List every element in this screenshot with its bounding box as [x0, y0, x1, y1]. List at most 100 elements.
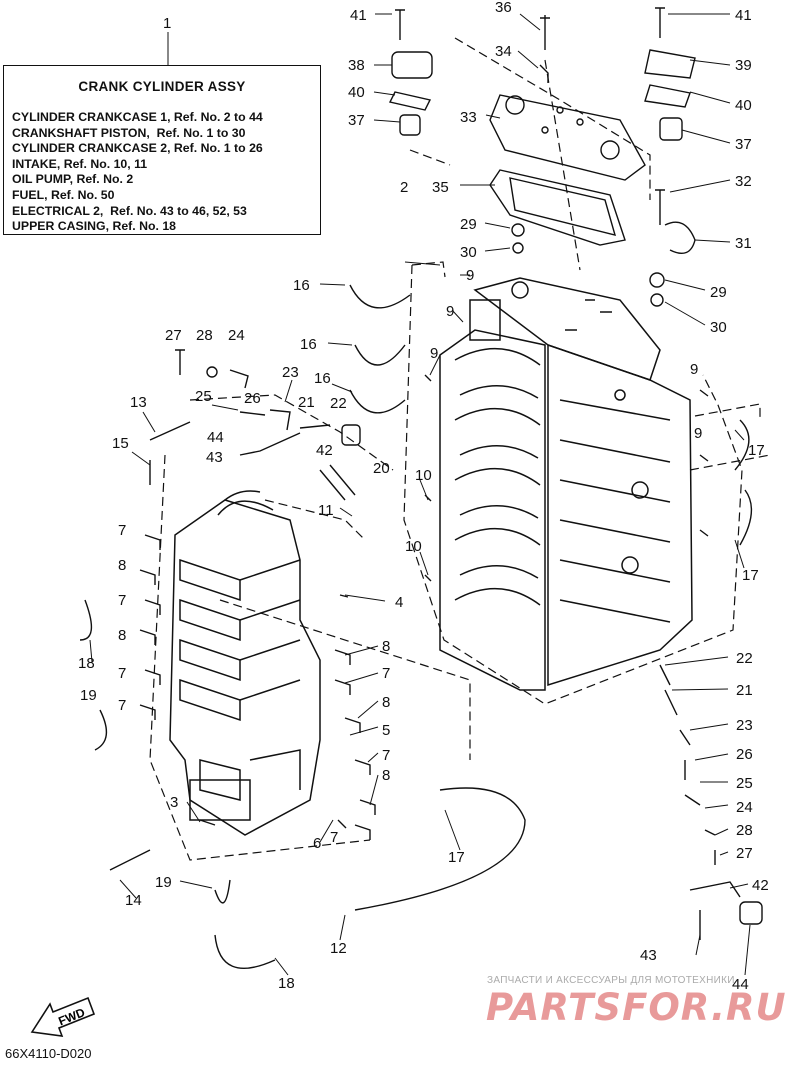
callout-number: 8	[118, 557, 126, 574]
dashed-frame-left-block	[149, 394, 471, 861]
callout-number: 19	[155, 874, 172, 891]
callout-number: 20	[373, 460, 390, 477]
callout-number: 10	[405, 538, 422, 555]
callout-number: 8	[382, 638, 390, 655]
callout-number: 25	[736, 775, 753, 792]
callout-number: 4	[395, 594, 403, 611]
diagram-number: 1	[163, 15, 171, 32]
callout-number: 39	[735, 57, 752, 74]
callout-number: 12	[330, 940, 347, 957]
callout-number: 17	[448, 849, 465, 866]
callout-number: 18	[78, 655, 95, 672]
callout-number: 7	[382, 747, 390, 764]
callout-number: 8	[382, 694, 390, 711]
cylinder-crankcase-left	[169, 490, 321, 836]
callout-number: 18	[278, 975, 295, 992]
bolts	[109, 421, 349, 871]
callout-number: 9	[690, 361, 698, 378]
info-line: CRANKSHAFT PISTON, Ref. No. 1 to 30	[12, 125, 246, 140]
info-line: CYLINDER CRANKCASE 1, Ref. No. 2 to 44	[12, 110, 263, 124]
callout-number: 7	[330, 829, 338, 846]
info-line: OIL PUMP, Ref. No. 2	[12, 172, 134, 187]
callout-number: 19	[80, 687, 97, 704]
callout-number: 2	[400, 179, 408, 196]
callout-number: 9	[694, 425, 702, 442]
callout-number: 36	[495, 0, 512, 16]
callout-number: 7	[118, 522, 126, 539]
callout-number: 35	[432, 179, 449, 196]
callout-number: 40	[348, 84, 365, 101]
callout-number: 16	[314, 370, 331, 387]
cylinder-crankcase-right	[439, 277, 693, 691]
fwd-arrow-icon: FWD	[30, 996, 96, 1037]
callout-number: 9	[430, 345, 438, 362]
callout-number: 29	[460, 216, 477, 233]
callout-number: 17	[742, 567, 759, 584]
callout-number: 8	[382, 767, 390, 784]
sensor-parts	[175, 349, 763, 940]
fitting-parts-top	[388, 7, 696, 307]
callout-number: 41	[735, 7, 752, 24]
callout-number: 44	[207, 429, 224, 446]
callout-number: 28	[736, 822, 753, 839]
callout-number: 43	[206, 449, 223, 466]
callout-number: 31	[735, 235, 752, 252]
callout-number: 14	[125, 892, 142, 909]
dashed-frame-right-block	[403, 261, 771, 705]
callout-number: 37	[735, 136, 752, 153]
callout-number: 41	[350, 7, 367, 24]
leader-lines	[89, 13, 751, 976]
callout-number: 10	[415, 467, 432, 484]
callout-number: 23	[736, 717, 753, 734]
callout-number: 25	[195, 388, 212, 405]
callout-number: 5	[382, 722, 390, 739]
callout-number: 33	[460, 109, 477, 126]
callout-number: 32	[735, 173, 752, 190]
callout-number: 30	[460, 244, 477, 261]
callout-number: 9	[446, 303, 454, 320]
callout-number: 3	[170, 794, 178, 811]
callout-number: 21	[298, 394, 315, 411]
reference-code: 66X4110-D020	[5, 1046, 92, 1061]
callout-number: 7	[118, 665, 126, 682]
callout-number: 16	[293, 277, 310, 294]
callout-number: 23	[282, 364, 299, 381]
callout-number: 13	[130, 394, 147, 411]
callout-number: 17	[748, 442, 765, 459]
callout-number: 29	[710, 284, 727, 301]
callout-number: 24	[736, 799, 753, 816]
callout-number: 44	[732, 976, 749, 993]
callout-number: 22	[330, 395, 347, 412]
callout-number: 34	[495, 43, 512, 60]
callout-number: 7	[382, 665, 390, 682]
callout-number: 28	[196, 327, 213, 344]
callout-number: 27	[165, 327, 182, 344]
callout-number: 7	[118, 697, 126, 714]
watermark-brand: PARTSFOR.RU	[486, 986, 787, 1029]
cover-plate	[489, 94, 646, 181]
callout-number: 42	[316, 442, 333, 459]
info-box-title: CRANK CYLINDER ASSY	[78, 79, 246, 94]
callout-number: 6	[313, 835, 321, 852]
callout-number: 9	[466, 267, 474, 284]
callout-number: 42	[752, 877, 769, 894]
callout-number: 21	[736, 682, 753, 699]
callout-number: 7	[118, 592, 126, 609]
info-line: ELECTRICAL 2, Ref. No. 43 to 46, 52, 53	[12, 203, 247, 218]
callout-number: 26	[244, 390, 261, 407]
info-box: CRANK CYLINDER ASSY CYLINDER CRANKCASE 1…	[3, 65, 321, 235]
callout-number: 8	[118, 627, 126, 644]
callout-number: 37	[348, 112, 365, 129]
info-line: CYLINDER CRANKCASE 2, Ref. No. 1 to 26	[12, 141, 263, 156]
callout-number: 15	[112, 435, 129, 452]
callout-number: 40	[735, 97, 752, 114]
callout-number: 16	[300, 336, 317, 353]
callout-number: 24	[228, 327, 245, 344]
info-line: UPPER CASING, Ref. No. 18	[12, 219, 176, 234]
callout-number: 43	[640, 947, 657, 964]
fitting-nipples	[139, 374, 709, 840]
callout-number: 27	[736, 845, 753, 862]
callout-number: 11	[318, 502, 334, 519]
callout-number: 26	[736, 746, 753, 763]
